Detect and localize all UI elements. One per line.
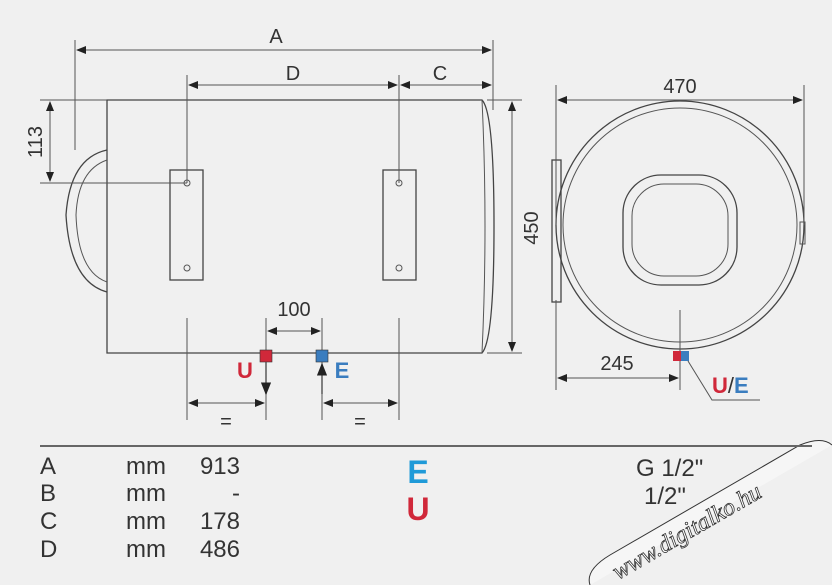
outlet-code: U <box>406 491 429 527</box>
row-letter: C <box>40 508 57 535</box>
row-value: - <box>232 480 240 507</box>
row-letter: B <box>40 480 56 507</box>
row-unit: mm <box>126 508 166 535</box>
left-dome <box>65 149 108 293</box>
control-panel-outline <box>622 174 738 286</box>
row-unit: mm <box>126 453 166 480</box>
dimension-470-label: 470 <box>663 76 696 98</box>
inlet-code: E <box>407 454 428 490</box>
row-value: 913 <box>200 453 240 480</box>
ue-label: U/E <box>712 373 749 398</box>
tank-body <box>106 99 495 354</box>
outlet-marker <box>259 349 273 363</box>
row-letter: A <box>40 453 56 480</box>
dimension-C-label: C <box>433 63 447 85</box>
side-view: A D C 113 450 100 U E = = <box>25 26 543 433</box>
table-row: A mm 913 <box>40 453 240 480</box>
tank-end-cap <box>481 99 486 354</box>
row-value: 486 <box>200 536 240 563</box>
inlet-marker <box>315 349 329 363</box>
dimension-table: A mm 913 B mm - C mm 178 D mm 486 E U G … <box>40 445 812 563</box>
mounting-bracket-left <box>169 169 204 281</box>
watermark: www.digitalko.hu <box>588 440 832 585</box>
row-unit: mm <box>126 536 166 563</box>
outlet-thread: 1/2" <box>644 483 686 510</box>
inlet-thread: G 1/2" <box>636 455 703 482</box>
end-view: 470 245 U/E <box>551 76 806 401</box>
table-row: D mm 486 <box>40 536 240 563</box>
dimension-113-label: 113 <box>25 126 47 158</box>
row-value: 178 <box>200 508 240 535</box>
table-row: B mm - <box>40 480 240 507</box>
dimension-D-label: D <box>286 63 300 85</box>
outlet-label: U <box>237 358 253 383</box>
ue-marker <box>673 351 681 361</box>
dimension-A-label: A <box>269 26 283 48</box>
equal-right-label: = <box>354 411 366 433</box>
row-letter: D <box>40 536 57 563</box>
mounting-bracket-right <box>382 169 417 281</box>
equal-left-label: = <box>220 411 232 433</box>
inlet-label: E <box>335 358 350 383</box>
watermark-text: www.digitalko.hu <box>608 479 766 585</box>
table-row: C mm 178 <box>40 508 240 535</box>
dimension-450-label: 450 <box>521 211 543 244</box>
dimension-245-label: 245 <box>600 353 633 375</box>
dimension-100-label: 100 <box>277 299 310 321</box>
row-unit: mm <box>126 480 166 507</box>
